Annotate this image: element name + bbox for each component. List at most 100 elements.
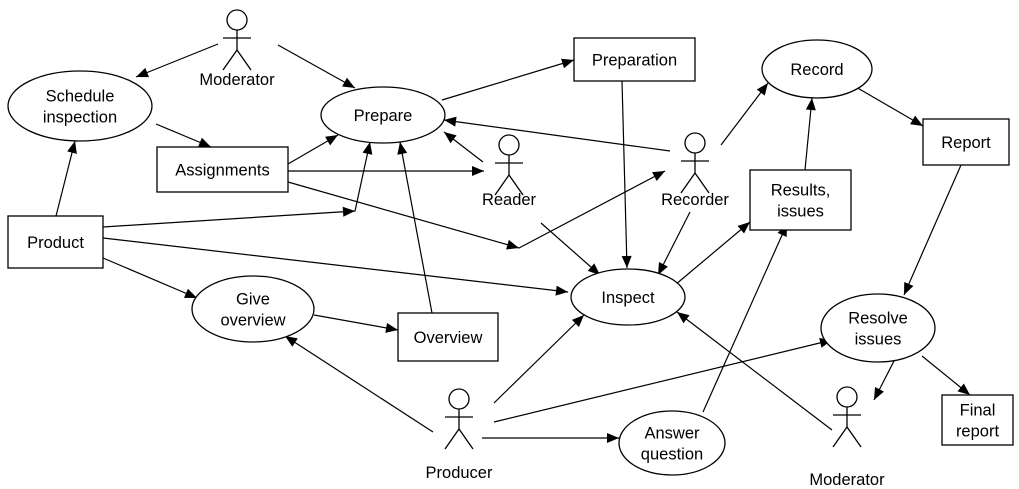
edge-line: [493, 314, 585, 404]
edge-moderator_top-to-prepare: [277, 44, 356, 89]
edge-prepare-to-preparation: [441, 58, 575, 101]
reader-actor: Reader: [482, 134, 537, 209]
final-report-artifact: Final report: [941, 394, 1014, 446]
edge-producer-to-inspect: [493, 314, 585, 404]
edge-line: [277, 44, 356, 89]
edge-assignments-to-reader: [288, 166, 484, 176]
give-overview-ellipse: [191, 275, 315, 343]
edge-line: [903, 164, 962, 296]
give_overview-label: Give: [236, 291, 270, 309]
actor-head: [836, 386, 858, 408]
product-artifact: Product: [7, 215, 104, 269]
preparation-artifact: Preparation: [573, 37, 696, 82]
edge-line: [399, 141, 433, 314]
edge-line: [720, 82, 769, 146]
edge-recorder-to-prepare: [443, 116, 671, 152]
schedule_inspection-label: Schedule: [46, 88, 115, 106]
actor-head: [226, 9, 248, 31]
schedule_inspection-label: inspection: [43, 109, 117, 127]
arrowhead: [184, 288, 197, 298]
arrowhead: [571, 315, 584, 327]
preparation-box: [573, 37, 696, 82]
moderator-top-label: Moderator: [199, 71, 275, 89]
edge-give_overview-to-overview: [313, 314, 399, 333]
final-report-box: [941, 394, 1014, 446]
edge-recorder-to-inspect: [657, 211, 691, 276]
edge-results_issues-to-record: [804, 97, 816, 171]
actor-head: [448, 388, 470, 410]
edge-reader-to-prepare: [443, 131, 484, 163]
arrowhead: [910, 115, 923, 126]
stick-figure-icon: [444, 388, 474, 450]
edge-producer-to-resolve_issues: [493, 337, 833, 423]
edge-product-to-schedule_inspection: [55, 140, 77, 217]
edge-line: [313, 314, 399, 331]
arrowhead: [67, 141, 77, 154]
actor-right-leg: [458, 428, 474, 450]
edge-moderator_bottom-to-inspect: [676, 311, 833, 431]
edge-line: [441, 59, 575, 101]
edge-inspect-to-results_issues: [674, 221, 751, 286]
results_issues-label: issues: [777, 203, 824, 221]
edge-line: [102, 257, 198, 299]
arrowhead: [756, 83, 768, 96]
arrowhead: [555, 285, 568, 296]
final_report-label: report: [956, 423, 1000, 441]
edge-resolve_issues-to-final_report: [921, 355, 971, 396]
arrowhead: [444, 132, 457, 144]
resolve_issues-label: issues: [855, 331, 902, 349]
edge-line: [443, 119, 671, 152]
stick-figure-icon: [832, 386, 862, 448]
edge-product-to-give_overview: [102, 257, 198, 299]
arrowhead: [607, 433, 619, 443]
edge-resolve_issues-to-moderator_bottom: [873, 360, 895, 401]
resolve-issues-ellipse: [820, 293, 936, 363]
edge-assignments-to-prepare: [287, 134, 339, 165]
prepare-label: Prepare: [354, 107, 413, 125]
edge-answer_question-to-results_issues: [702, 223, 788, 413]
record-process: Record: [761, 39, 873, 99]
arrowhead: [737, 222, 750, 234]
edge-line: [621, 80, 628, 269]
edge-line: [676, 311, 833, 431]
record-label: Record: [790, 61, 843, 79]
final_report-label: Final: [960, 402, 996, 420]
arrowhead: [198, 137, 211, 147]
recorder-actor: Recorder: [661, 132, 729, 209]
actor-left-leg: [680, 172, 696, 194]
product-box: [7, 215, 104, 269]
actor-head: [498, 134, 520, 156]
arrowhead: [506, 239, 519, 250]
report-box: [922, 118, 1010, 166]
edge-producer-to-give_overview: [284, 335, 434, 433]
stick-figure-icon: [222, 9, 252, 71]
overview-label: Overview: [414, 329, 483, 347]
edge-report-to-resolve_issues: [903, 164, 962, 296]
edge-line: [284, 335, 434, 433]
arrowhead: [136, 67, 149, 78]
assignments-artifact: Assignments: [156, 146, 289, 193]
schedule-inspection-ellipse: [7, 70, 153, 142]
recorder-label: Recorder: [661, 191, 729, 209]
arrowhead: [904, 282, 914, 295]
actor-right-leg: [236, 49, 252, 71]
arrowhead: [621, 255, 632, 268]
arrowhead: [652, 171, 665, 182]
stick-figure-icon: [494, 134, 524, 196]
arrowhead: [805, 98, 816, 111]
preparation-label: Preparation: [592, 52, 677, 70]
inspect-ellipse: [570, 268, 686, 326]
edge-schedule_inspection-to-assignments: [155, 123, 212, 148]
edge-producer-to-answer_question: [482, 433, 619, 443]
edge-line: [493, 339, 833, 423]
report-label: Report: [941, 134, 991, 152]
arrowhead: [385, 322, 398, 333]
stick-figure-icon: [680, 132, 710, 194]
report-artifact: Report: [922, 118, 1010, 166]
arrowhead: [362, 142, 373, 155]
arrowhead: [444, 116, 457, 127]
